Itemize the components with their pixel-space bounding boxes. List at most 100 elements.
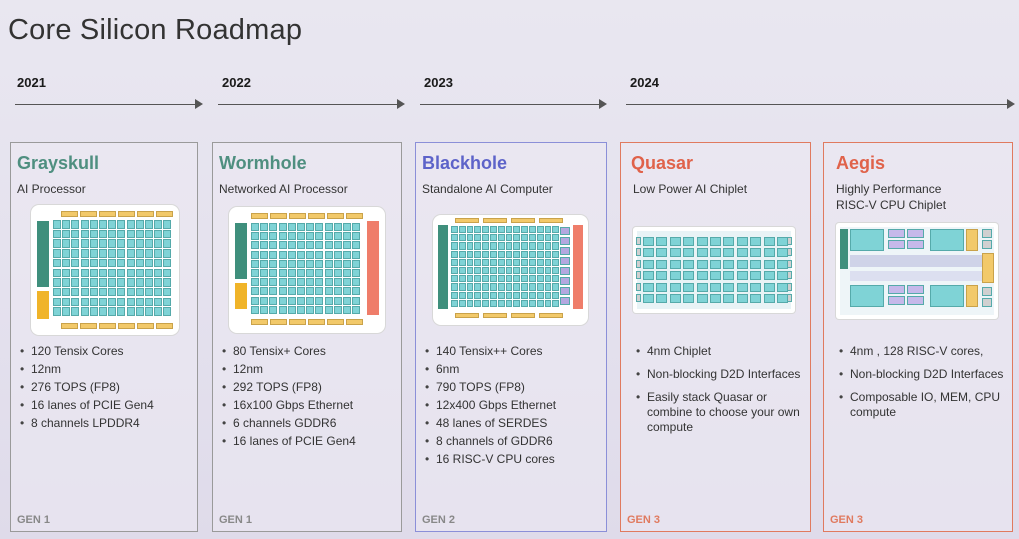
core-tile <box>135 278 144 287</box>
spec-item: 4nm Chiplet <box>636 344 807 359</box>
core-tile <box>710 282 721 292</box>
core-tile <box>154 307 163 316</box>
core-tile <box>333 269 342 277</box>
core-tile <box>536 242 544 250</box>
core-tile <box>99 287 107 297</box>
core-tile <box>643 271 654 281</box>
core-tile <box>89 249 98 258</box>
spec-item: 8 channels LPDDR4 <box>20 416 154 431</box>
core-tile <box>497 267 505 275</box>
core-tile <box>723 271 735 281</box>
riscv-tile <box>560 297 570 305</box>
core-tile <box>89 278 98 287</box>
timeline-arrow-head-1 <box>195 99 203 109</box>
core-tile <box>521 291 528 299</box>
core-tile <box>552 258 560 266</box>
core-tile <box>117 287 126 297</box>
chip-diagram <box>836 223 998 319</box>
core-tile <box>260 278 269 287</box>
core-tile <box>710 259 721 269</box>
core-tile <box>544 275 552 283</box>
core-tile <box>723 282 735 292</box>
core-tile <box>89 239 98 248</box>
core-tile <box>333 250 342 259</box>
core-tile <box>287 223 296 231</box>
riscv-tile <box>560 277 570 285</box>
core-tile <box>126 268 135 277</box>
core-tile <box>99 297 107 307</box>
core-tile <box>99 249 107 258</box>
core-tile <box>529 242 536 250</box>
core-tile <box>466 226 474 234</box>
core-tile <box>297 287 305 296</box>
core-tile <box>287 241 296 250</box>
memory-pad <box>327 213 344 219</box>
card-quasar: Quasar Low Power AI Chiplet 4nm Chiplet … <box>620 142 811 532</box>
core-tile <box>287 259 296 268</box>
core-tile <box>696 271 708 281</box>
core-tile <box>474 250 482 258</box>
core-tile <box>62 278 71 287</box>
core-tile <box>552 234 560 242</box>
core-tile <box>251 232 259 241</box>
core-tile <box>269 241 278 250</box>
core-tile <box>126 220 135 229</box>
core-tile <box>315 250 324 259</box>
card-aegis: Aegis Highly Performance RISC-V CPU Chip… <box>823 142 1013 532</box>
core-tile <box>513 250 521 258</box>
riscv-tile <box>560 247 570 255</box>
core-tile <box>145 229 153 239</box>
spec-item: 276 TOPS (FP8) <box>20 380 154 395</box>
core-tile <box>490 250 497 258</box>
core-tile <box>643 248 654 258</box>
core-tile <box>683 259 695 269</box>
core-tile <box>505 283 513 291</box>
core-tile <box>126 249 135 258</box>
ethernet-block <box>367 221 379 315</box>
io-pad <box>966 285 978 307</box>
core-tile <box>287 287 296 296</box>
core-tile <box>71 268 80 277</box>
memory-pad <box>118 211 135 217</box>
core-tile <box>163 249 172 258</box>
core-tile <box>108 249 117 258</box>
core-tile <box>683 248 695 258</box>
core-tile <box>126 287 135 297</box>
core-tile <box>474 242 482 250</box>
core-tile <box>458 275 466 283</box>
core-tile <box>154 287 163 297</box>
core-tile <box>135 307 144 316</box>
core-tile <box>62 229 71 239</box>
memory-tile <box>888 229 905 238</box>
core-tile <box>482 283 489 291</box>
core-tile <box>474 234 482 242</box>
memory-pad <box>156 323 173 329</box>
card-title: Blackhole <box>422 153 508 173</box>
core-tile <box>260 232 269 241</box>
core-tile <box>99 268 107 277</box>
core-tile <box>99 229 107 239</box>
core-tile <box>482 242 489 250</box>
memory-pad <box>270 213 287 219</box>
core-tile <box>451 242 458 250</box>
core-tile <box>710 271 721 281</box>
core-tile <box>458 283 466 291</box>
spec-item: Non-blocking D2D Interfaces <box>839 367 1010 382</box>
memory-pad <box>511 218 535 223</box>
memory-pad <box>455 313 479 318</box>
core-tile <box>552 291 560 299</box>
d2d-port <box>636 271 641 280</box>
core-tile <box>529 275 536 283</box>
cpu-cluster <box>850 285 884 307</box>
core-tile <box>544 234 552 242</box>
core-tile <box>53 278 61 287</box>
d2d-port <box>787 294 792 302</box>
spec-item: 16 lanes of PCIE Gen4 <box>222 434 356 449</box>
core-tile <box>513 275 521 283</box>
core-tile <box>108 307 117 316</box>
memory-tile <box>907 296 924 305</box>
memory-tile <box>888 296 905 305</box>
core-tile <box>529 226 536 234</box>
core-tile <box>269 250 278 259</box>
core-tile <box>145 220 153 229</box>
